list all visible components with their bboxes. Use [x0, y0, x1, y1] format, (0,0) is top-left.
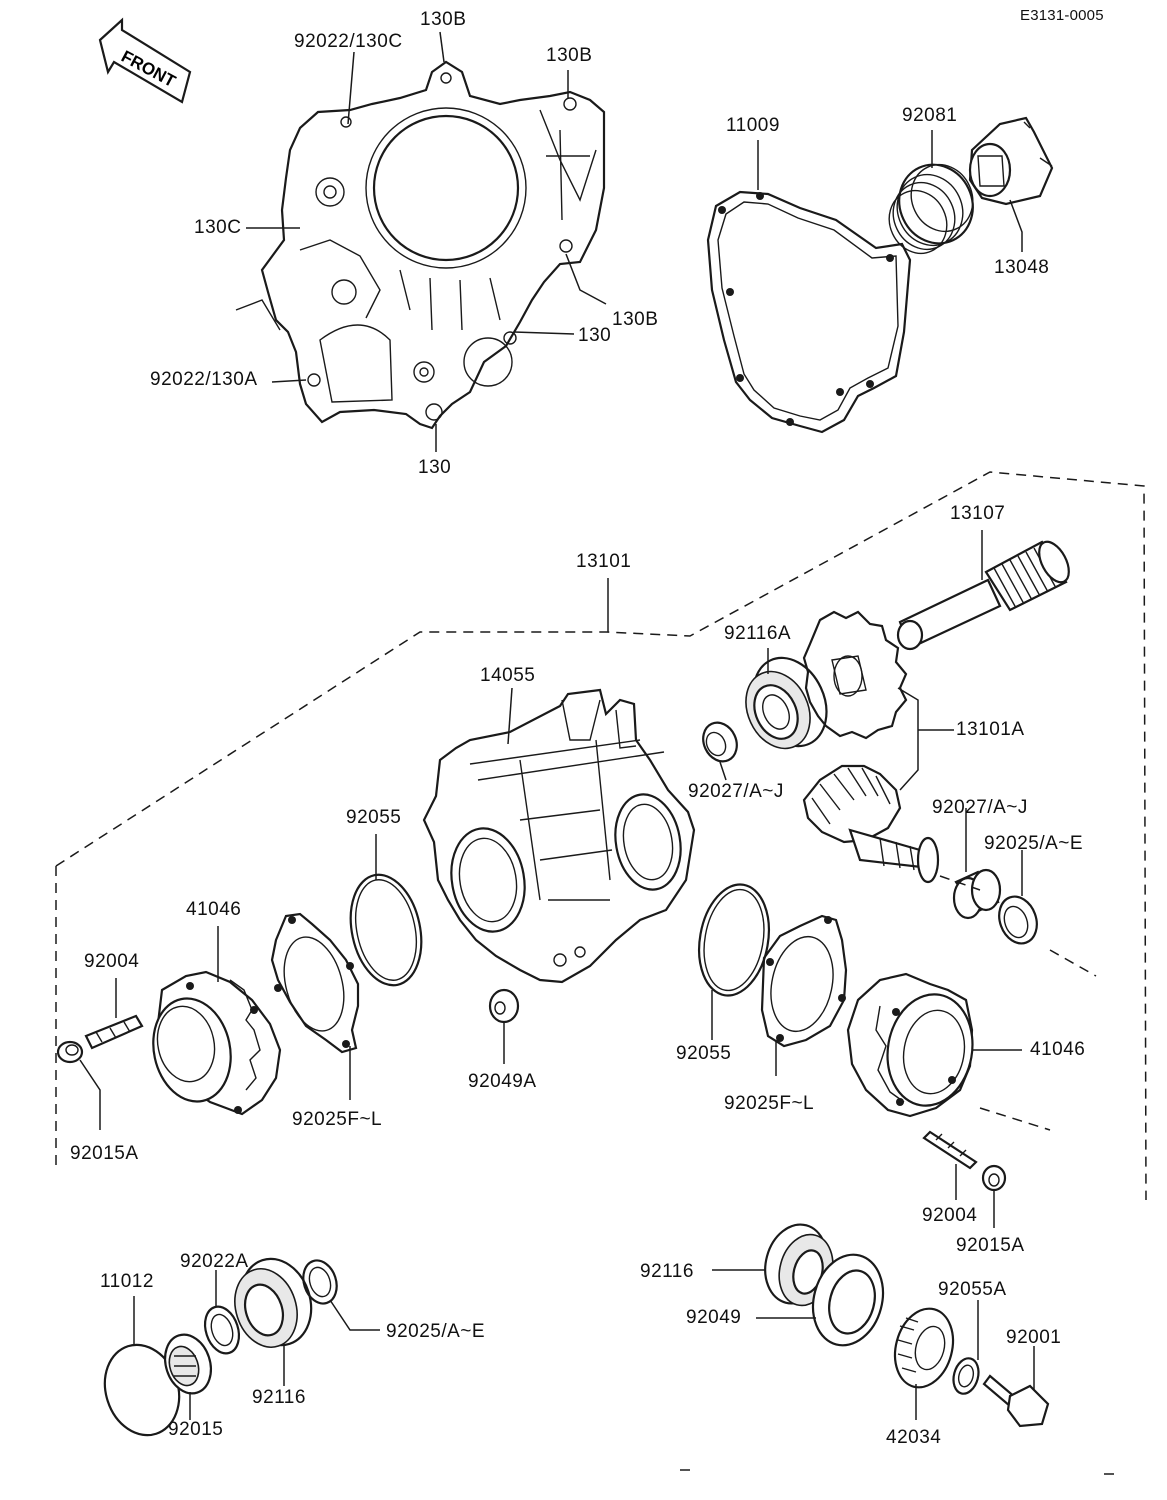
leader-92027-left	[720, 762, 726, 780]
part-label-92015A-right: 92015A	[956, 1235, 1025, 1256]
cover-41046-right-drawing	[848, 974, 981, 1116]
leader-13101A	[898, 688, 954, 790]
housing-14055-drawing	[424, 690, 694, 982]
collar-92049-drawing	[803, 1247, 892, 1353]
pin-92004-right-drawing	[924, 1132, 976, 1168]
part-label-130-bottom: 130	[418, 457, 452, 478]
part-label-92055-left: 92055	[346, 807, 402, 828]
part-label-92025AE-bottom: 92025/A~E	[386, 1321, 486, 1342]
leader-92015A-left	[80, 1060, 100, 1130]
washer-92055A-drawing	[950, 1356, 982, 1397]
washer-92025AE-right-drawing	[993, 891, 1043, 948]
spring-92081-drawing	[879, 153, 985, 263]
oring-92055-right-drawing	[691, 879, 777, 1001]
part-label-41046-left: 41046	[186, 899, 242, 920]
part-label-92025FL-right: 92025F~L	[724, 1093, 815, 1114]
cam-13048-drawing	[970, 118, 1052, 204]
center-line-right	[980, 1108, 1050, 1130]
part-label-92025AE-right: 92025/A~E	[984, 833, 1084, 854]
nut-92015-drawing	[158, 1329, 218, 1400]
gasket-92025FL-left-drawing	[272, 914, 358, 1052]
washer-92022A-drawing	[199, 1302, 244, 1358]
part-label-92022A: 92022A	[180, 1251, 249, 1272]
part-label-130B-low: 130B	[612, 309, 659, 330]
part-label-92116-left: 92116	[252, 1387, 306, 1408]
collar-92027-right-drawing	[954, 870, 1000, 918]
gear-42034-drawing	[887, 1302, 962, 1394]
part-label-41046-right: 41046	[1030, 1039, 1086, 1060]
part-label-13107: 13107	[950, 503, 1006, 524]
bolt-92001-drawing	[984, 1376, 1048, 1426]
part-label-92004-left: 92004	[84, 951, 140, 972]
part-label-42034: 42034	[886, 1427, 942, 1448]
part-label-92004-right: 92004	[922, 1205, 978, 1226]
part-label-92049A: 92049A	[468, 1071, 537, 1092]
part-label-92022-130A: 92022/130A	[150, 369, 258, 390]
part-label-130B-top: 130B	[420, 9, 467, 30]
cap-92015A-right-drawing	[983, 1166, 1005, 1190]
leader-13048	[1010, 200, 1022, 252]
collar-92049A-drawing	[490, 990, 518, 1022]
part-label-92055A: 92055A	[938, 1279, 1007, 1300]
shaft-13107-drawing	[898, 537, 1075, 649]
part-label-92025FL-left: 92025F~L	[292, 1109, 383, 1130]
part-label-92015: 92015	[168, 1419, 224, 1440]
gasket-92025FL-right-drawing	[762, 916, 846, 1046]
part-label-92015A-left: 92015A	[70, 1143, 139, 1164]
part-label-11012: 11012	[100, 1271, 154, 1292]
part-label-92022-130C: 92022/130C	[294, 31, 403, 52]
leader-92025AE-bottom	[330, 1300, 380, 1330]
part-label-14055: 14055	[480, 665, 536, 686]
part-label-92027-right: 92027/A~J	[932, 797, 1028, 818]
part-label-13101: 13101	[576, 551, 632, 572]
part-label-130B-right: 130B	[546, 45, 593, 66]
cover-41046-left-drawing	[144, 972, 280, 1114]
part-label-92001: 92001	[1006, 1327, 1062, 1348]
bearing-92116A-drawing	[734, 646, 840, 759]
oring-92055-left-drawing	[341, 868, 431, 992]
cap-92015A-left-drawing	[58, 1042, 82, 1062]
part-label-92027-left: 92027/A~J	[688, 781, 784, 802]
cover-leaders	[246, 32, 606, 452]
front-arrow-icon: FRONT	[100, 20, 190, 102]
part-label-11009: 11009	[726, 115, 780, 136]
part-label-92081: 92081	[902, 105, 958, 126]
part-label-130-right: 130	[578, 325, 612, 346]
bevel-gear-13101A-drawing	[804, 766, 938, 882]
washer-92025AE-bottom-drawing	[298, 1256, 342, 1308]
footer-dashes	[680, 1470, 1114, 1474]
part-label-13101A: 13101A	[956, 719, 1025, 740]
pin-92004-left-drawing	[86, 1016, 142, 1048]
part-label-92055-right: 92055	[676, 1043, 732, 1064]
part-label-92116-right: 92116	[640, 1261, 694, 1282]
gasket-11009-drawing	[708, 192, 910, 432]
part-label-92116A: 92116A	[724, 623, 792, 644]
crankcase-cover-drawing	[236, 62, 604, 428]
part-label-92049: 92049	[686, 1307, 742, 1328]
sprocket-gear-drawing	[804, 612, 906, 738]
part-label-130C: 130C	[194, 217, 242, 238]
part-label-13048: 13048	[994, 257, 1050, 278]
leader-14055	[508, 688, 512, 744]
bushing-92027-left-drawing	[697, 717, 743, 767]
assembly-outline	[56, 472, 1146, 1200]
bearing-92116-left-drawing	[225, 1250, 322, 1356]
document-id: E3131-0005	[1020, 7, 1104, 24]
